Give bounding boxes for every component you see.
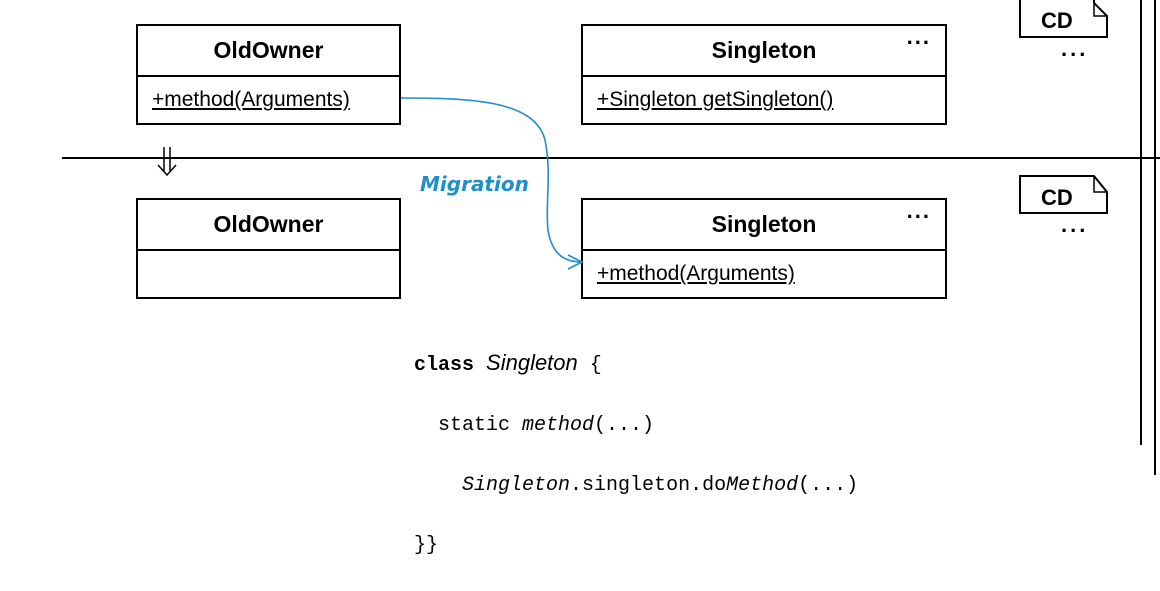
section-divider	[62, 157, 1160, 159]
ellipsis-marker: ...	[1061, 212, 1089, 237]
code-text: .singleton.do	[570, 474, 727, 497]
code-line-4: }}	[414, 534, 439, 557]
method-label: +Singleton getSingleton()	[597, 88, 834, 111]
code-method: Method	[726, 474, 799, 497]
method-label: +method(Arguments)	[597, 262, 795, 285]
code-text	[414, 474, 462, 497]
class-name: OldOwner	[138, 200, 399, 251]
code-line-1: class Singleton {	[414, 348, 858, 381]
class-member: +Singleton getSingleton()	[583, 77, 945, 123]
code-line-2: static method(...)	[414, 411, 858, 441]
diagram-tag-label: CD	[1041, 185, 1073, 210]
code-text: static	[414, 414, 523, 437]
migration-label: Migration	[420, 172, 529, 196]
method-label: +method(Arguments)	[152, 88, 350, 111]
code-method: method	[522, 414, 595, 437]
right-border-outer	[1154, 0, 1156, 475]
cd-tag-shape-after	[1019, 175, 1108, 214]
class-box-singleton-before: Singleton ... +Singleton getSingleton()	[581, 24, 947, 125]
code-text: (...)	[798, 474, 859, 497]
transform-arrow-icon	[157, 147, 177, 177]
ellipsis-marker: ...	[1061, 36, 1089, 61]
class-box-oldowner-after: OldOwner	[136, 198, 401, 299]
ellipsis-marker: ...	[906, 24, 931, 49]
code-class-name: Singleton	[486, 350, 578, 375]
diagram-tag-label: CD	[1041, 8, 1073, 33]
cd-tag-shape-before	[1019, 0, 1108, 38]
code-text: (...)	[594, 414, 655, 437]
code-snippet: class Singleton { static method(...) Sin…	[414, 318, 858, 591]
code-keyword: class	[414, 354, 475, 377]
ellipsis-marker: ...	[906, 198, 931, 223]
class-box-oldowner-before: OldOwner +method(Arguments)	[136, 24, 401, 125]
code-line-3: Singleton.singleton.doMethod(...)	[414, 471, 858, 501]
class-member: +method(Arguments)	[583, 251, 945, 297]
class-box-singleton-after: Singleton ... +method(Arguments)	[581, 198, 947, 299]
migration-arrow	[400, 97, 584, 270]
right-border-inner	[1140, 0, 1142, 445]
code-brace: {	[577, 354, 602, 377]
code-class-ref: Singleton	[462, 474, 571, 497]
class-member: +method(Arguments)	[138, 77, 399, 123]
class-name: OldOwner	[138, 26, 399, 77]
class-name: Singleton	[583, 26, 945, 77]
class-name: Singleton	[583, 200, 945, 251]
